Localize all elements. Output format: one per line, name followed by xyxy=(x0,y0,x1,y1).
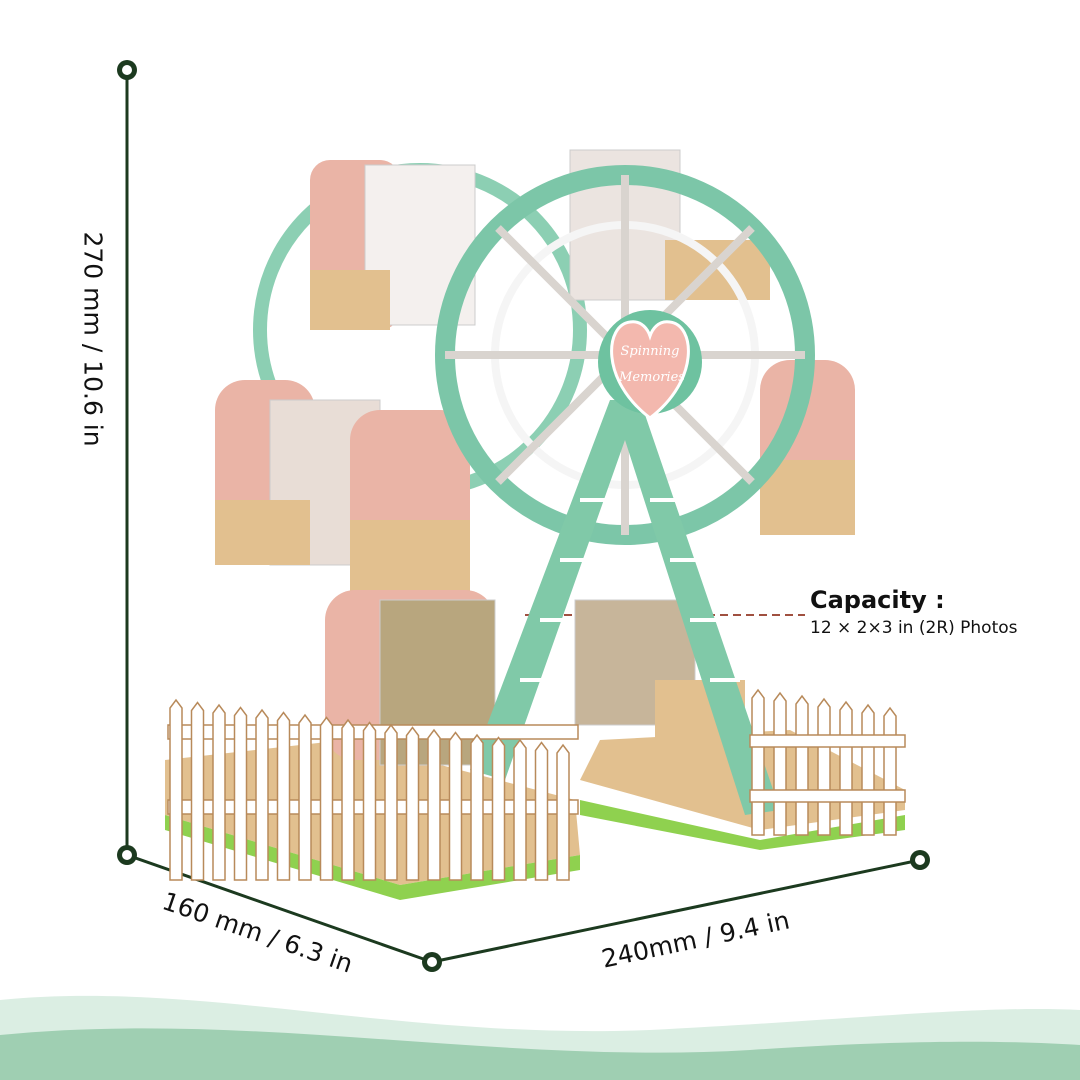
fence-picket xyxy=(233,706,248,881)
fence-picket xyxy=(212,703,226,881)
cabins xyxy=(215,149,855,766)
fence-picket xyxy=(839,700,853,836)
fence-picket xyxy=(276,711,291,881)
fence-picket xyxy=(795,694,809,836)
bottom-wave-dark xyxy=(0,1028,1080,1080)
fence-picket xyxy=(384,723,398,881)
marker-icons xyxy=(117,60,930,972)
fence-picket xyxy=(751,688,765,836)
fence-picket xyxy=(362,721,377,881)
fence-picket xyxy=(513,738,527,881)
fence-picket xyxy=(773,691,787,836)
fence-picket xyxy=(405,726,420,881)
fence-picket xyxy=(817,697,831,836)
fence-picket xyxy=(534,741,549,881)
fence-picket xyxy=(341,718,355,881)
fence-picket xyxy=(556,743,570,881)
fence-picket xyxy=(470,733,484,881)
capacity-detail: 12 × 2×3 in (2R) Photos xyxy=(810,618,1018,638)
fence-pickets xyxy=(169,688,897,881)
fence-picket xyxy=(255,708,269,881)
fence-picket xyxy=(169,698,183,881)
ferris-marker-icon xyxy=(117,60,137,80)
fence-picket xyxy=(861,703,875,836)
fence-picket xyxy=(491,736,506,881)
fence-picket xyxy=(190,701,205,881)
ferris-marker-icon xyxy=(422,952,442,972)
ferris-wheel-product: Spinning Memories xyxy=(165,149,906,900)
fence-picket xyxy=(298,713,312,881)
right-fence xyxy=(749,734,906,803)
heart-text-line1: Spinning xyxy=(621,344,680,359)
capacity-title: Capacity : xyxy=(810,586,945,614)
heart-text-line2: Memories xyxy=(618,370,685,385)
fence-picket xyxy=(319,716,334,881)
fence-picket xyxy=(883,706,897,836)
fence-picket xyxy=(427,728,441,881)
ferris-marker-icon xyxy=(910,850,930,870)
heart-icon xyxy=(610,320,690,420)
height-dimension-label: 270 mm / 10.6 in xyxy=(78,231,108,447)
ferris-marker-icon xyxy=(117,845,137,865)
fence-picket xyxy=(448,731,463,881)
